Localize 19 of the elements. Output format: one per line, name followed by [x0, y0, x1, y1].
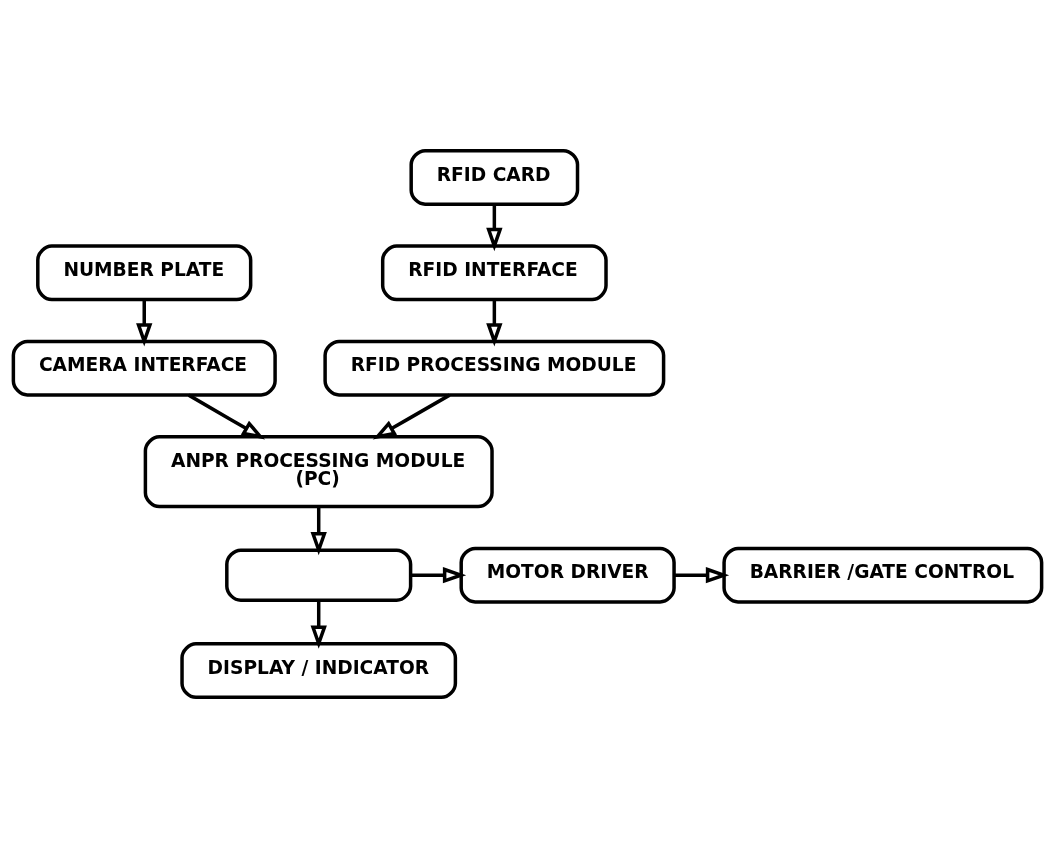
arrow [310, 599, 327, 649]
node-box: CAMERA INTERFACE [11, 339, 277, 397]
arrow [187, 393, 266, 439]
arrow [674, 566, 730, 583]
arrow [411, 566, 467, 583]
node-box: NUMBER PLATE [36, 243, 253, 301]
node-box: RFID CARD [409, 148, 580, 206]
node-box: MOTOR DRIVER [459, 546, 676, 604]
node-box: DISPLAY / INDICATOR [180, 641, 458, 699]
node-box: BARRIER /GATE CONTROL [722, 546, 1044, 604]
arrow [486, 299, 503, 346]
node-box: RFID INTERFACE [380, 243, 608, 301]
node-box: ANPR PROCESSING MODULE (PC) [143, 434, 494, 508]
arrow [486, 204, 503, 251]
arrow [136, 299, 153, 346]
arrow [310, 506, 327, 555]
node-box: RFID PROCESSING MODULE [323, 339, 666, 397]
arrow [372, 393, 451, 439]
node-box [225, 547, 413, 602]
